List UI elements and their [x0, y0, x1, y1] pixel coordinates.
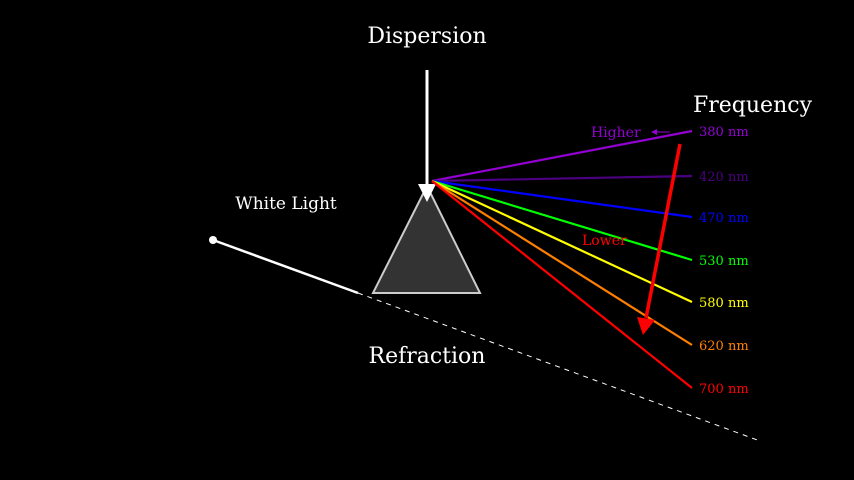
ray-2 — [431, 179, 693, 219]
frequency-arrow-shaft — [644, 143, 682, 319]
higher-arrow-icon — [651, 129, 657, 135]
ray-6 — [431, 180, 693, 389]
ray-label-1: 420 nm — [699, 170, 749, 185]
dispersion-arrow-head-icon — [418, 184, 436, 202]
ray-label-4: 580 nm — [699, 296, 749, 311]
ray-0 — [431, 129, 693, 183]
undeviated-path — [357, 292, 761, 442]
white-light-label: White Light — [235, 194, 337, 214]
frequency-arrow-head-icon — [637, 317, 655, 335]
ray-label-5: 620 nm — [699, 339, 749, 354]
ray-4 — [431, 180, 693, 303]
higher-label: Higher — [591, 125, 641, 141]
ray-1 — [431, 174, 693, 183]
ray-label-3: 530 nm — [699, 254, 749, 269]
ray-label-2: 470 nm — [699, 211, 749, 226]
prism — [371, 183, 482, 294]
white-light-ray — [212, 238, 359, 295]
ray-label-6: 700 nm — [699, 382, 749, 397]
ray-5 — [431, 180, 693, 346]
frequency-label: Frequency — [693, 93, 813, 118]
ray-3 — [431, 179, 693, 262]
lower-label: Lower — [582, 233, 627, 249]
spectrum-rays: 380 nm 420 nm 470 nm 530 nm 580 nm 620 nm 700 … — [431, 125, 749, 397]
dispersion-title: Dispersion — [367, 24, 486, 49]
refraction-title: Refraction — [369, 344, 486, 369]
ray-label-0: 380 nm — [699, 125, 749, 140]
